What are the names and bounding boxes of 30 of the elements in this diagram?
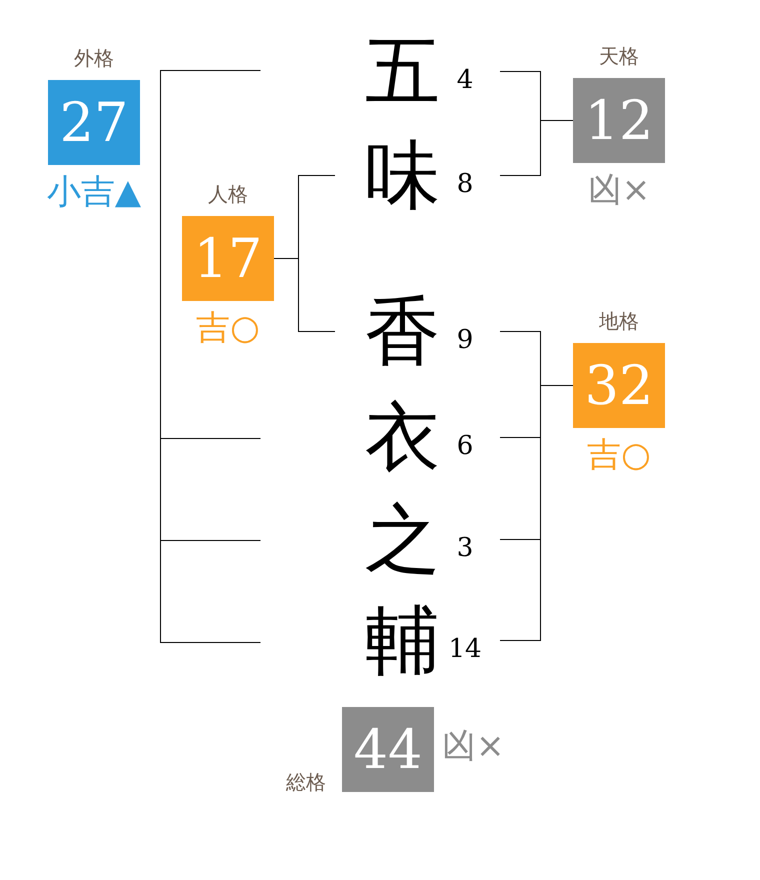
score-box: 12 [573, 78, 665, 163]
stroke-count: 6 [456, 433, 474, 459]
category-heading: 総格 [286, 772, 326, 792]
score-box: 44 [342, 707, 434, 792]
category-heading: 天格 [599, 46, 639, 66]
verdict-label: 小吉▲ [46, 175, 142, 209]
stroke-count: 14 [448, 636, 482, 662]
connector-line [500, 385, 574, 641]
category-heading: 外格 [74, 48, 114, 68]
kanji-character: 之 [365, 502, 440, 577]
category-heading: 人格 [208, 184, 248, 204]
verdict-label: 吉○ [196, 311, 260, 345]
stroke-count: 9 [456, 327, 474, 353]
kanji-character: 香 [365, 294, 440, 369]
score-box: 32 [573, 343, 665, 428]
kanji-character: 味 [365, 138, 440, 213]
kanji-character: 輔 [365, 603, 440, 678]
connector-line [274, 258, 336, 332]
score-box: 17 [182, 216, 274, 301]
kanji-character: 衣 [365, 400, 440, 475]
score-box: 27 [48, 80, 140, 165]
kanji-character: 五 [365, 34, 440, 109]
stroke-count: 8 [456, 171, 474, 197]
stroke-count: 3 [456, 535, 474, 561]
verdict-label: 凶× [588, 173, 650, 207]
connector-line [500, 120, 574, 176]
verdict-label: 吉○ [587, 438, 651, 472]
verdict-label: 凶× [442, 729, 504, 763]
category-heading: 地格 [599, 311, 639, 331]
stroke-count: 4 [456, 67, 474, 93]
